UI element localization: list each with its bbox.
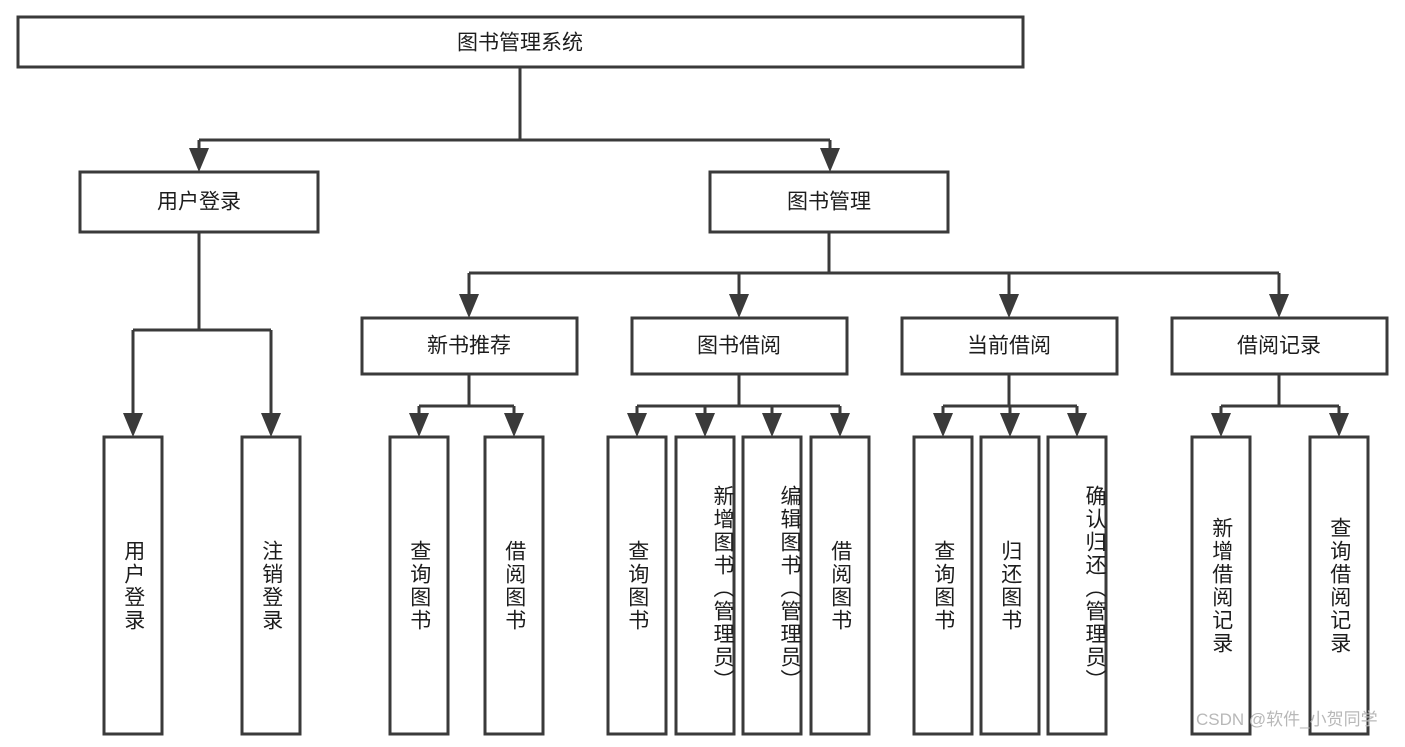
arrow-head-icon	[830, 413, 850, 437]
node-current-borrow-label: 当前借阅	[967, 335, 1051, 358]
leaf-box-add-record[interactable]	[1190, 435, 1252, 736]
node-book-borrow[interactable]: 图书借阅	[630, 316, 849, 376]
leaf-box-return-book[interactable]	[979, 435, 1041, 736]
node-current-borrow[interactable]: 当前借阅	[900, 316, 1119, 376]
leaf-box-logout[interactable]	[240, 435, 302, 736]
connector-root-to-level2	[189, 67, 840, 172]
arrow-head-icon	[933, 413, 953, 437]
node-book-manage-label: 图书管理	[787, 191, 871, 214]
leaf-box-confirm-return[interactable]	[1046, 435, 1108, 736]
arrow-head-icon	[189, 148, 209, 172]
node-user-login[interactable]: 用户登录	[78, 170, 320, 234]
node-book-borrow-label: 图书借阅	[697, 335, 781, 358]
arrow-head-icon	[504, 413, 524, 437]
arrow-head-icon	[1000, 413, 1020, 437]
node-new-book-rec[interactable]: 新书推荐	[360, 316, 579, 376]
node-new-book-rec-label: 新书推荐	[427, 335, 511, 358]
leaf-box-query-book-2[interactable]	[606, 435, 668, 736]
arrow-head-icon	[409, 413, 429, 437]
leaf-box-add-book[interactable]	[674, 435, 736, 736]
node-user-login-label: 用户登录	[157, 191, 241, 214]
node-new-book-rec-box[interactable]	[360, 316, 579, 376]
arrow-head-icon	[1329, 413, 1349, 437]
arrow-head-icon	[123, 413, 143, 437]
arrow-head-icon	[820, 148, 840, 172]
node-root-label: 图书管理系统	[457, 32, 583, 55]
arrow-head-icon	[729, 294, 749, 318]
node-borrow-record-label: 借阅记录	[1237, 335, 1321, 358]
connector-new-book-rec-to-leaves	[409, 374, 524, 437]
arrow-head-icon	[1067, 413, 1087, 437]
arrow-head-icon	[261, 413, 281, 437]
arrow-head-icon	[1211, 413, 1231, 437]
csdn-watermark: CSDN @软件_小贺同学	[1196, 710, 1378, 729]
arrow-head-icon	[695, 413, 715, 437]
connector-user-login-to-leaves	[123, 232, 281, 437]
connector-borrow-record-to-leaves	[1211, 374, 1349, 437]
leaf-box-query-book-3[interactable]	[912, 435, 974, 736]
leaf-box-borrow-book-1[interactable]	[483, 435, 545, 736]
arrow-head-icon	[999, 294, 1019, 318]
leaf-box-query-record[interactable]	[1308, 435, 1370, 736]
node-borrow-record[interactable]: 借阅记录	[1170, 316, 1389, 376]
node-book-manage[interactable]: 图书管理	[708, 170, 950, 234]
connector-book-borrow-to-leaves	[627, 374, 850, 437]
leaf-box-borrow-book-2[interactable]	[809, 435, 871, 736]
arrow-head-icon	[627, 413, 647, 437]
arrow-head-icon	[459, 294, 479, 318]
node-current-borrow-box[interactable]	[900, 316, 1119, 376]
leaf-box-edit-book[interactable]	[741, 435, 803, 736]
arrow-head-icon	[762, 413, 782, 437]
connector-book-manage-to-level3	[459, 232, 1289, 318]
arrow-head-icon	[1269, 294, 1289, 318]
leaf-box-user-login[interactable]	[102, 435, 164, 736]
node-root-box[interactable]	[16, 15, 1025, 69]
node-root[interactable]: 图书管理系统	[16, 15, 1025, 69]
leaf-box-query-book-1[interactable]	[388, 435, 450, 736]
node-user-login-box[interactable]	[78, 170, 320, 234]
connector-current-borrow-to-leaves	[933, 374, 1087, 437]
